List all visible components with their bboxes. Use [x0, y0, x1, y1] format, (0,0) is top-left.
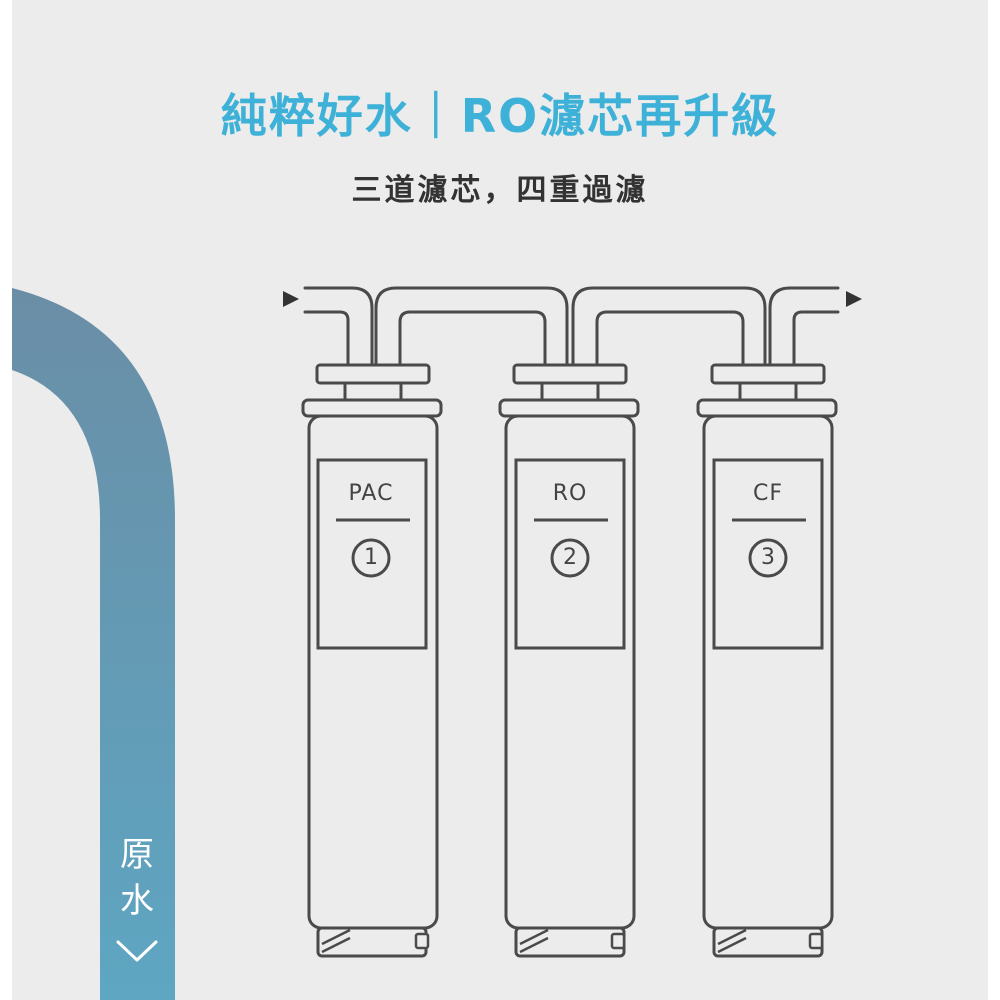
filter-label-pac: PAC: [348, 481, 394, 506]
chevron-down-icon: [116, 940, 158, 962]
filter-number-2: 2: [563, 545, 577, 570]
raw-water-char-1: 原: [120, 835, 154, 875]
inlet-pipe: [303, 286, 374, 367]
outlet-pipe: [768, 286, 840, 367]
filter-label-ro: RO: [552, 481, 588, 506]
bridge-pipe-2: [571, 286, 767, 367]
page-subtitle: 三道濾芯，四重過濾: [351, 173, 649, 208]
bridge-pipe-1: [374, 286, 569, 367]
filter-number-3: 3: [761, 545, 775, 570]
arrow-right-icon: [846, 291, 862, 307]
arrow-right-icon: [283, 291, 299, 307]
filter-label-cf: CF: [752, 481, 783, 506]
left-border: [0, 0, 12, 1000]
raw-water-label: 原 水: [100, 832, 174, 924]
page-title: 純粹好水｜RO濾芯再升級: [220, 89, 780, 143]
filter-number-1: 1: [364, 545, 378, 570]
filter-cartridge-ro: [498, 363, 640, 958]
filter-cartridge-cf: [696, 363, 838, 958]
raw-water-pipe: [12, 288, 175, 1000]
right-border: [988, 0, 1000, 1000]
raw-water-char-2: 水: [120, 881, 154, 921]
filter-cartridge-pac: [301, 363, 443, 958]
